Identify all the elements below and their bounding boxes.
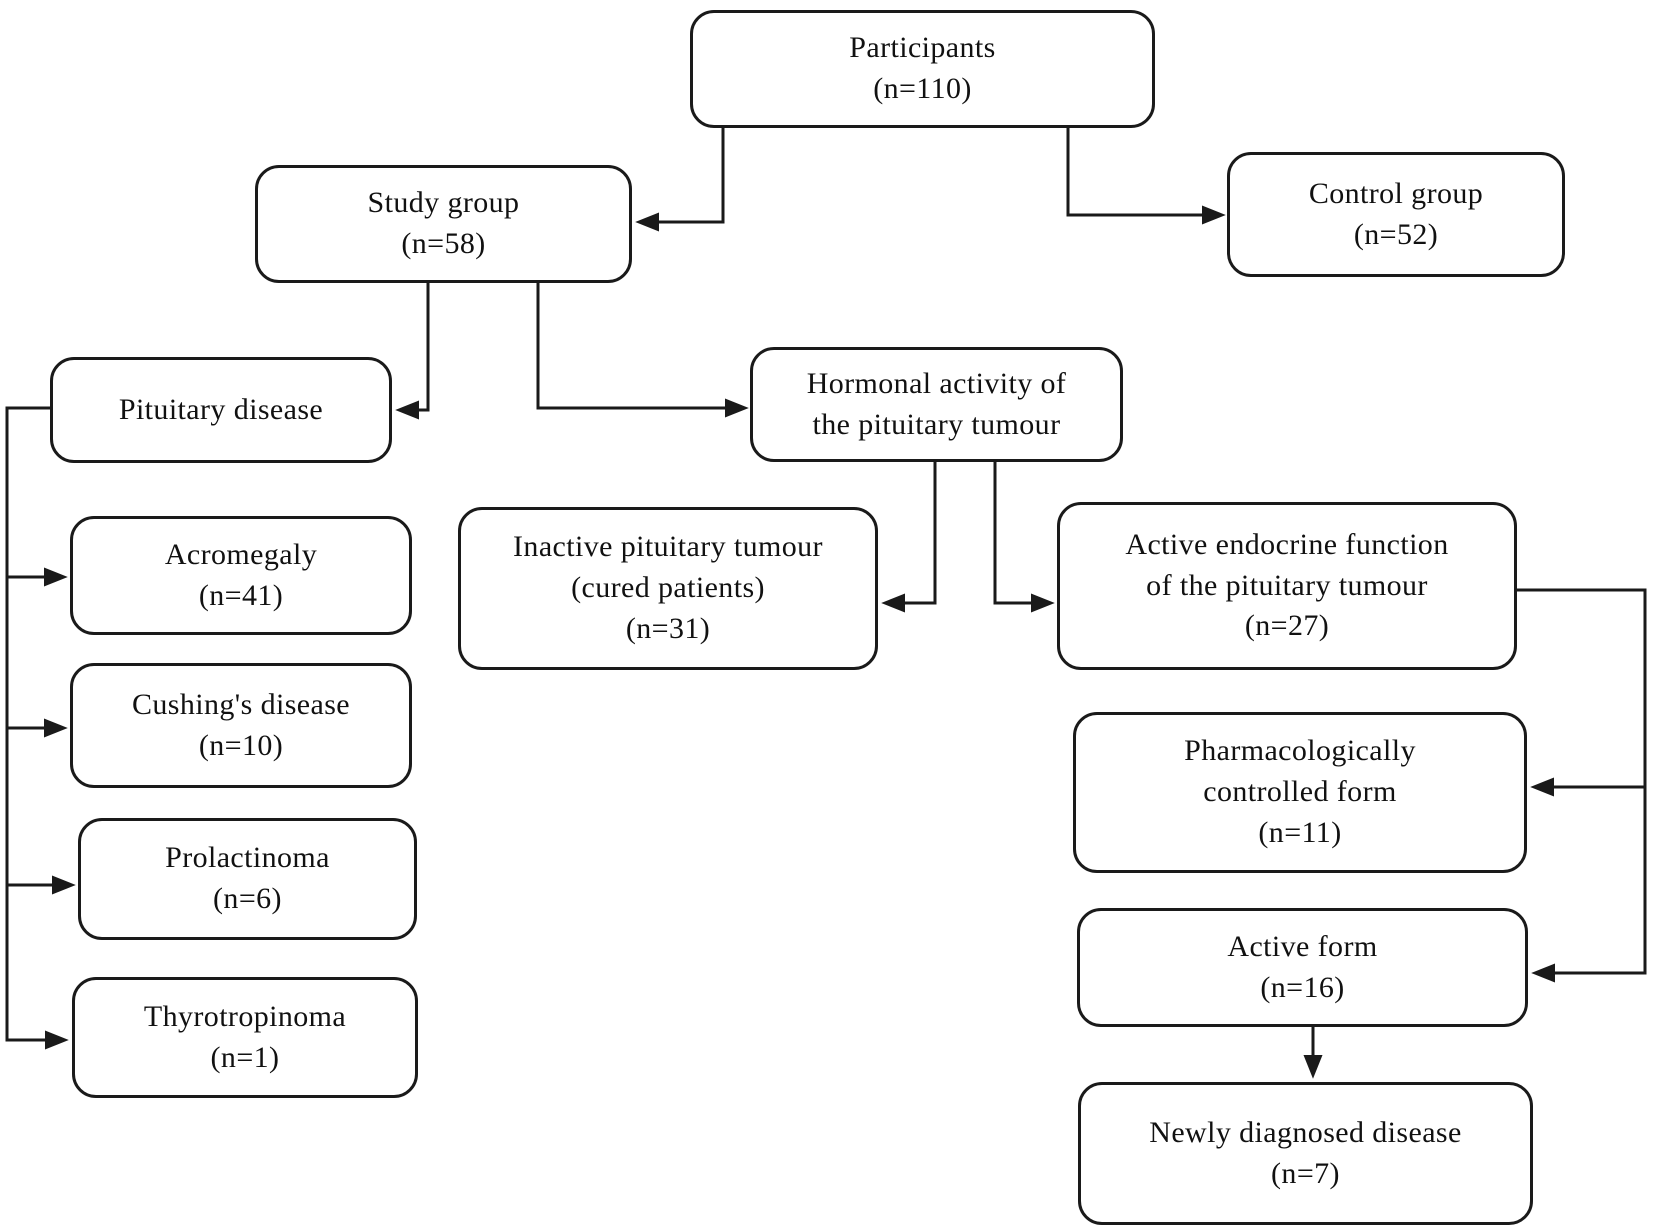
node-count: (n=110) [873, 72, 972, 105]
node-count: (n=6) [213, 882, 282, 915]
node-active-endocrine: Active endocrine function of the pituita… [1057, 502, 1517, 670]
node-count: (n=27) [1244, 609, 1330, 643]
node-prolactinoma: Prolactinoma (n=6) [78, 818, 417, 940]
edge-participants-control-group [1066, 128, 1226, 225]
node-label: Pharmacologically [1184, 734, 1416, 768]
node-cushings-disease: Cushing's disease (n=10) [70, 663, 412, 788]
node-label: Pituitary disease [118, 392, 324, 426]
node-label: Newly diagnosed disease [1149, 1115, 1462, 1149]
node-label: Prolactinoma [165, 841, 330, 875]
node-label: Participants [849, 31, 996, 65]
node-label: of the pituitary tumour [1146, 568, 1428, 602]
node-count: (n=52) [1353, 217, 1439, 251]
node-label: (cured patients) [571, 571, 765, 605]
node-label: Control group [1308, 176, 1484, 210]
node-control-group: Control group (n=52) [1227, 152, 1565, 277]
node-study-group: Study group (n=58) [255, 165, 632, 283]
node-label: Acromegaly [164, 537, 318, 571]
node-newly-diagnosed: Newly diagnosed disease (n=7) [1078, 1082, 1533, 1225]
node-pharm-controlled: Pharmacologically controlled form (n=11) [1073, 712, 1527, 873]
node-count: (n=7) [1271, 1156, 1340, 1190]
node-label: controlled form [1203, 775, 1397, 809]
node-label: Study group [367, 186, 520, 220]
node-label: Hormonal activity of [806, 366, 1067, 400]
node-count: (n=10) [198, 728, 284, 762]
node-count: (n=31) [625, 611, 711, 645]
node-label: Thyrotropinoma [143, 999, 347, 1033]
node-count: (n=58) [401, 227, 486, 260]
edge-hormonal-inactive [881, 462, 937, 613]
node-acromegaly: Acromegaly (n=41) [70, 516, 412, 635]
edge-hormonal-active-endocrine [993, 462, 1055, 613]
edge-participants-study-group [635, 128, 725, 232]
node-label: Active endocrine function [1125, 527, 1449, 561]
node-label: Active form [1227, 929, 1378, 963]
node-label: Cushing's disease [131, 687, 351, 721]
node-label: the pituitary tumour [812, 407, 1061, 441]
node-thyrotropinoma: Thyrotropinoma (n=1) [72, 977, 418, 1098]
node-count: (n=1) [210, 1040, 280, 1074]
node-label: Inactive pituitary tumour [513, 530, 823, 564]
node-pituitary-disease: Pituitary disease [50, 357, 392, 463]
edge-pituitary-spine-thyrotropinoma [5, 406, 69, 1050]
edge-active-endocrine-active-form [1517, 588, 1647, 983]
node-count: (n=41) [198, 578, 284, 612]
node-count: (n=16) [1260, 970, 1345, 1004]
node-count: (n=11) [1258, 815, 1342, 849]
node-participants: Participants (n=110) [690, 10, 1155, 128]
node-inactive-tumour: Inactive pituitary tumour (cured patient… [458, 507, 878, 670]
edge-study-group-pituitary [395, 283, 430, 420]
edge-study-group-hormonal [536, 283, 749, 418]
node-active-form: Active form (n=16) [1077, 908, 1528, 1027]
node-hormonal-activity: Hormonal activity of the pituitary tumou… [750, 347, 1123, 462]
